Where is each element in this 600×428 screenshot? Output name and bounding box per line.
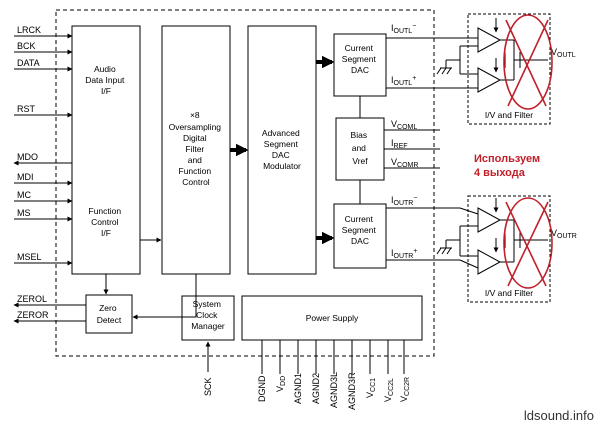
pin-msel: MSEL [17,252,42,262]
pin-vcc2l: VCC2L [383,378,395,402]
label-voutl: VOUTL [551,47,576,59]
audio-if-label: Audio Data Input I/F [85,64,127,96]
dac-left-block [333,33,387,97]
input-pins: LRCK BCK DATA RST MDO MDI MC MS MSEL ZER… [13,25,86,324]
power-pins [261,340,405,374]
pin-bck: BCK [17,41,36,51]
zero-detect-block [85,294,133,334]
pin-agnd3r: AGND3R [347,372,357,410]
pin-mdi: MDI [17,172,34,182]
opamp-top-1 [477,27,502,53]
iv-filter-top-box [467,13,551,125]
modulator-block [247,25,317,275]
power-pin-labels: DGND VDD AGND1 AGND2 AGND3L AGND3R VCC1 … [203,372,411,410]
cross-out-ellipse-bottom [503,197,553,289]
cross-out-top [503,14,553,110]
pin-zeror: ZEROR [17,310,49,320]
iv-filter-top-label: I/V and Filter [485,110,533,120]
pin-sck: SCK [203,377,213,396]
label-vcomr: VCOMR [391,157,418,169]
internal-connections [103,55,335,372]
pin-lrck: LRCK [17,25,41,35]
label-ioutl-minus: IOUTL− [391,23,416,35]
pin-agnd1: AGND1 [293,373,303,404]
modulator-label: Advanced Segment DAC Modulator [262,128,302,171]
clock-manager-label: System Clock Manager [191,299,225,331]
pin-zerol: ZEROL [17,294,47,304]
pin-dgnd: DGND [257,375,267,402]
opamp-top-2 [477,67,502,93]
iv-filter-bottom-box [467,195,551,303]
pin-vdd: VDD [275,376,287,392]
pin-agnd2: AGND2 [311,373,321,404]
function-ctrl-label: Function Control I/F [89,206,124,238]
label-voutr: VOUTR [551,228,577,240]
zero-detect-label: Zero Detect [97,303,122,325]
dac-right-label: Current Segment DAC [342,214,378,246]
cross-out-ellipse-top [503,14,553,110]
pin-agnd3l: AGND3L [329,372,339,408]
pin-vcc1: VCC1 [365,378,377,398]
iv-filter-bottom: I/V and Filter [436,195,551,303]
cross-out-bottom [503,197,553,289]
oversampling-label: ×8 Oversampling Digital Filter and Funct… [169,110,224,187]
pin-mc: MC [17,190,31,200]
label-ioutr-plus: IOUTR+ [391,248,417,260]
opamp-bottom-2 [477,249,502,275]
pin-mdo: MDO [17,152,38,162]
dac-left-label: Current Segment DAC [342,43,378,75]
opamp-bottom-1 [477,207,502,233]
power-supply-block [241,295,423,341]
power-supply-label: Power Supply [306,313,359,323]
pin-ms: MS [17,208,31,218]
pin-rst: RST [17,104,36,114]
watermark: ldsound.info [524,408,594,423]
iv-filter-top: I/V and Filter [436,13,551,125]
output-pin-lines [384,37,460,261]
clock-manager-block [181,295,235,341]
label-ioutr-minus: IOUTR− [391,195,417,207]
dac-right-block [333,203,387,269]
pin-vcc2r: VCC2R [399,377,411,402]
label-iref: IREF [391,138,408,150]
audio-if-block [71,25,141,275]
pin-data: DATA [17,58,40,68]
label-ioutl-plus: IOUTL+ [391,75,416,87]
annotation-text: Используем 4 выхода [474,153,543,179]
label-vcoml: VCOML [391,119,417,131]
iv-filter-bottom-label: I/V and Filter [485,288,533,298]
bias-block [335,117,385,181]
bias-label: Bias and Vref [351,130,370,166]
